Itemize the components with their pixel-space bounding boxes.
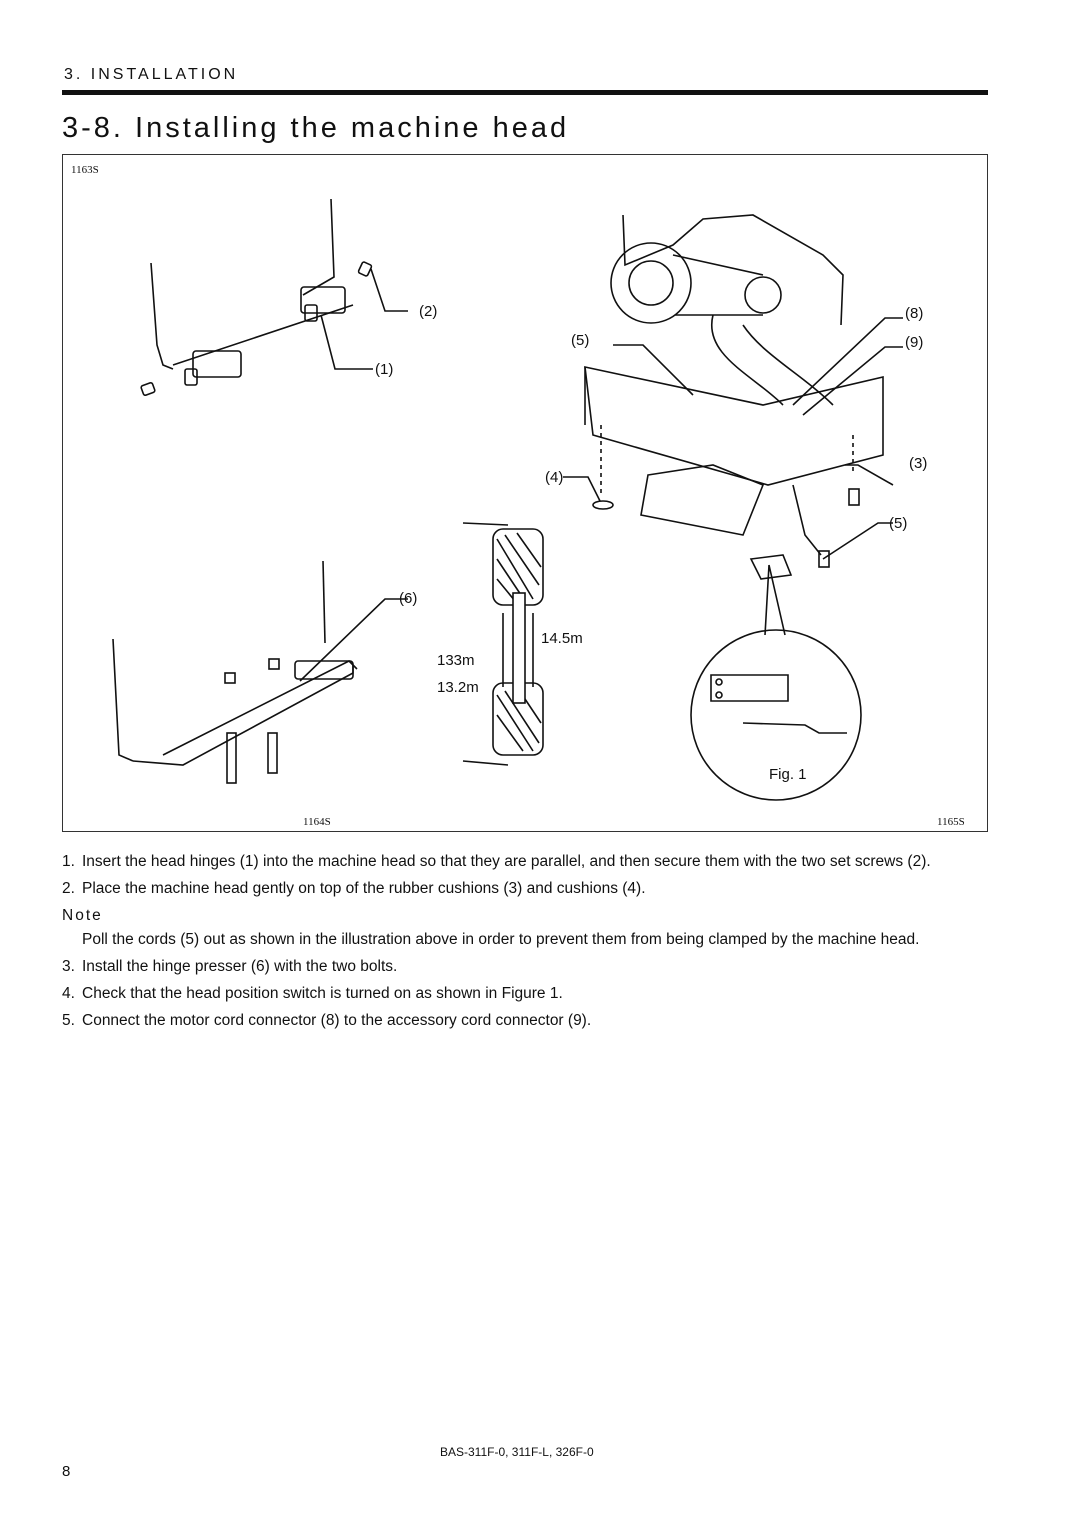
instruction-step: 5. Connect the motor cord connector (8) t… (62, 1009, 982, 1033)
instruction-step: 3. Install the hinge presser (6) with the… (62, 955, 982, 979)
page-number: 8 (62, 1463, 71, 1480)
callout-label: (5) (571, 332, 589, 349)
machine-head-drawing (563, 214, 903, 801)
cushion-section-drawing (462, 522, 544, 766)
note-text: Poll the cords (5) out as shown in the i… (82, 931, 920, 948)
step-number: 4. (62, 985, 75, 1002)
callout-label: (6) (399, 590, 417, 607)
callout-label: (8) (905, 305, 923, 322)
dimension-label: 14.5m (541, 630, 583, 647)
step-text: Install the hinge presser (6) with the t… (82, 958, 398, 975)
header-rule (62, 90, 988, 95)
footer-model: BAS-311F-0, 311F-L, 326F-0 (440, 1445, 594, 1459)
callout-label: (3) (909, 455, 927, 472)
callout-label: (1) (375, 361, 393, 378)
note-heading: Note (62, 907, 103, 924)
installation-figure: 1163S 1164S 1165S (1) (2) (3) (4) (5) (5… (62, 154, 988, 832)
hinge-presser-drawing (112, 560, 408, 784)
instruction-step: 1. Insert the head hinges (1) into the ma… (62, 850, 982, 874)
callout-label: (4) (545, 469, 563, 486)
fig-label: Fig. 1 (769, 766, 807, 783)
dimension-label: 13.2m (437, 679, 479, 696)
step-text: Connect the motor cord connector (8) to … (82, 1012, 592, 1029)
installation-illustration: 1163S 1164S 1165S (1) (2) (3) (4) (5) (5… (71, 164, 965, 828)
instruction-step: 4. Check that the head position switch is… (62, 982, 982, 1006)
callout-label: (2) (419, 303, 437, 320)
step-text: Check that the head position switch is t… (82, 985, 563, 1002)
page-title: 3-8. Installing the machine head (62, 112, 570, 144)
step-text: Place the machine head gently on top of … (82, 880, 646, 897)
figure-code-bottom-right: 1165S (937, 816, 965, 828)
dimension-label: 133m (437, 652, 475, 669)
step-number: 1. (62, 853, 75, 870)
callout-label: (9) (905, 334, 923, 351)
step-number: 2. (62, 880, 75, 897)
figure-code-bottom-left: 1164S (303, 816, 331, 828)
figure-code-top: 1163S (71, 164, 99, 176)
step-number: 3. (62, 958, 75, 975)
step-number: 5. (62, 1012, 75, 1029)
callout-label: (5) (889, 515, 907, 532)
instruction-list: 1. Insert the head hinges (1) into the ma… (62, 850, 982, 1036)
instruction-step: 2. Place the machine head gently on top o… (62, 877, 982, 901)
head-hinges-drawing (140, 198, 408, 396)
step-text: Insert the head hinges (1) into the mach… (82, 853, 931, 870)
section-label: 3. INSTALLATION (64, 66, 239, 83)
